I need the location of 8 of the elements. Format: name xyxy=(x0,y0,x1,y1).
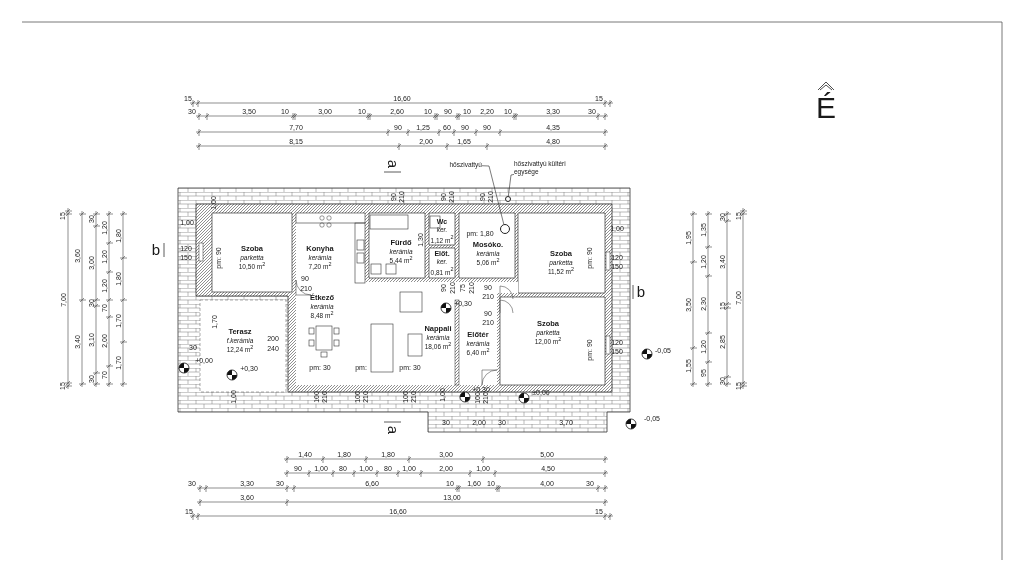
equipment-symbol xyxy=(500,224,510,234)
section-mark: b xyxy=(151,241,161,257)
leader-line xyxy=(508,174,515,197)
section-mark: a xyxy=(385,159,401,169)
section-mark: a xyxy=(385,425,401,435)
north-mark: É xyxy=(816,93,836,123)
equipment-symbol xyxy=(505,196,511,202)
section-mark: b xyxy=(636,283,646,299)
